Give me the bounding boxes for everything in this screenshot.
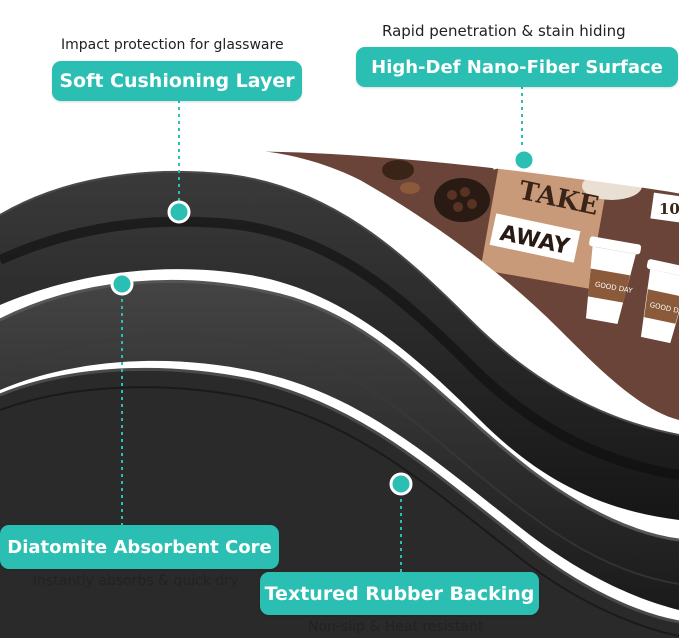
marker-dot [110, 272, 134, 296]
rubber-backing-layer [0, 369, 679, 638]
soft-layer-title: Soft Cushioning Layer [52, 61, 302, 101]
corner-text: 10 [659, 200, 679, 218]
coffee-cup-icon: GOOD DAY [585, 236, 642, 324]
surface-caption: Rapid penetration & stain hiding [382, 22, 626, 40]
marker-dot [389, 472, 413, 496]
spoon-icon [382, 160, 414, 180]
soft-layer-caption: Impact protection for glassware [61, 37, 284, 53]
core-title: Diatomite Absorbent Core [0, 525, 279, 569]
backing-title: Textured Rubber Backing [260, 572, 539, 615]
coffee-bowl-icon [434, 178, 490, 222]
marker-dot [512, 148, 536, 172]
core-caption: Instantly absorbs & quick dry [33, 573, 239, 589]
away-label-box [489, 213, 581, 263]
coffee-cup-icon: GOOD DAY [640, 259, 679, 344]
marker-dot [167, 200, 191, 224]
backing-caption: Non-slip & Heat resistant [308, 619, 484, 635]
diatomite-core-layer [0, 281, 679, 610]
cushion-layer [0, 171, 679, 521]
surface-title: High-Def Nano-Fiber Surface [356, 47, 678, 87]
